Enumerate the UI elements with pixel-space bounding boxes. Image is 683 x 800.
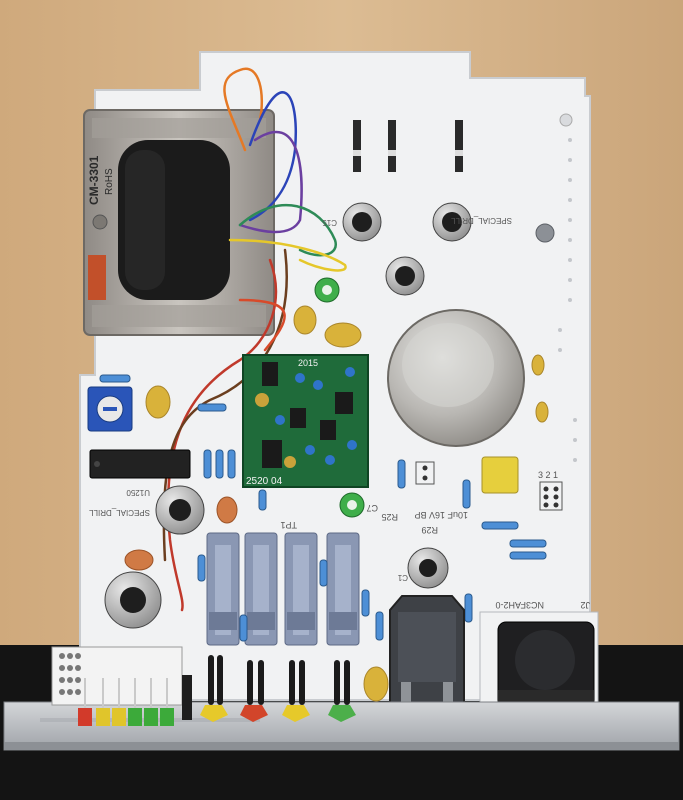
pcb-via-row (558, 138, 577, 462)
led-row (78, 705, 356, 726)
transformer-rohs-label: RoHS (104, 168, 115, 195)
fader-side-resistors (197, 554, 370, 642)
silk-c15: C15 (322, 218, 337, 227)
xlr-connector (479, 611, 599, 709)
silk-r25: R25 (381, 512, 398, 522)
silk-special-drill-top: SPECIAL_DRILL (451, 216, 512, 225)
pin-header-right (539, 481, 563, 511)
silk-c7: C7 (366, 503, 378, 513)
transformer-model-label: CM-3301 (87, 155, 101, 205)
transformer-wires (162, 67, 347, 612)
yellow-relay (481, 456, 519, 494)
tantalum-caps (145, 305, 549, 702)
transformer-screw-icon (92, 214, 108, 230)
electrolytic-caps (314, 202, 472, 518)
silk-c1: C1 (397, 573, 408, 582)
daughter-board (242, 354, 369, 488)
silk-special-drill-left: SPECIAL_DRILL (89, 508, 150, 517)
blue-trimmer (87, 386, 133, 432)
dark-module (389, 595, 465, 717)
fader-3 (284, 532, 318, 646)
metal-can (387, 309, 525, 447)
daughter-year-label: 2015 (298, 358, 318, 368)
silk-r29: R29 (421, 525, 438, 535)
transformer: CM-3301 RoHS (83, 109, 275, 336)
small-header-mid (415, 461, 435, 485)
silk-connector: NC3FAH2-0 (495, 600, 544, 610)
fader-bank (206, 532, 360, 646)
c1-cap (407, 547, 449, 589)
left-radial-caps (104, 485, 238, 629)
fader-1 (206, 532, 240, 646)
silk-j2: J2 (580, 600, 590, 610)
silk-tp1: TP1 (280, 520, 297, 530)
resistors (99, 374, 547, 641)
fader-2 (244, 532, 278, 646)
silk-cap-note: 10uF 16V BP (414, 510, 468, 520)
ic-chip (89, 449, 191, 479)
fader-4 (326, 532, 360, 646)
mounting-hole (559, 113, 573, 127)
silk-pin-numbers: 3 2 1 (538, 470, 558, 480)
transformer-brand-sticker (88, 255, 106, 300)
daughter-code-label: 2520 04 (246, 476, 283, 487)
diodes (353, 120, 463, 172)
silk-u1250: U1250 (126, 488, 150, 497)
switch-stems (208, 655, 350, 705)
mounting-screw (535, 223, 555, 243)
led-leads (84, 678, 168, 708)
ribbon-header (51, 646, 192, 720)
